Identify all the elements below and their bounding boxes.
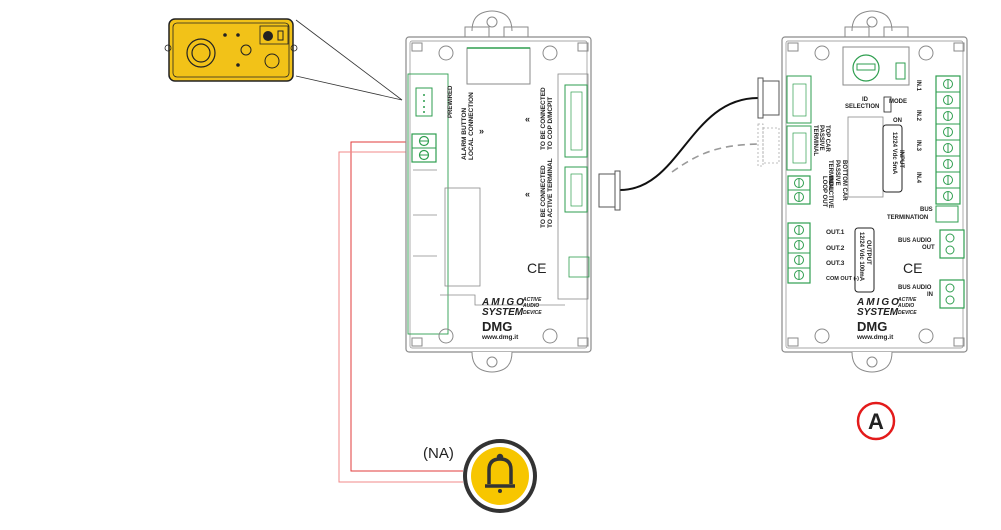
- chevrons-left-icon: «: [525, 114, 530, 124]
- bus-audio-in-label-2: IN: [927, 292, 933, 298]
- on-label: ON: [893, 118, 902, 124]
- out2-label: OUT.2: [826, 245, 845, 252]
- mode-label: MODE: [889, 99, 907, 105]
- cable-plug-right: [762, 80, 780, 116]
- connector-active-label-1: TO BE CONNECTED: [540, 165, 547, 228]
- bottom-car-label-2: PASSIVE: [834, 160, 840, 186]
- alarm-panel-inset: [164, 18, 298, 82]
- bell-icon: [485, 453, 515, 493]
- brand-system: SYSTEM: [857, 307, 899, 318]
- output-spec-box: [854, 227, 875, 293]
- in2-label: IN.2: [915, 110, 921, 122]
- bus-audio-in-label-1: BUS AUDIO: [898, 285, 932, 291]
- bottom-car-label-3: TERMINAL: [827, 160, 833, 191]
- in4-label: IN.4: [915, 172, 921, 184]
- left-device: PREWIRED ALARM BUTTON LOCAL CONNECTION »…: [405, 10, 592, 373]
- id-selector-dial[interactable]: [852, 54, 880, 82]
- out3-label: OUT.3: [826, 260, 845, 267]
- connector-cop-label-1: TO BE CONNECTED: [540, 87, 547, 150]
- bus-audio-out-terminal: [939, 229, 965, 259]
- alarm-panel-body: [168, 18, 294, 82]
- top-car-label-2: PASSIVE: [818, 125, 824, 151]
- brand-tag-audio: AUDIO: [897, 303, 914, 309]
- bus-audio-out-label-1: BUS AUDIO: [898, 238, 932, 244]
- inductive-loop-terminal: [787, 175, 811, 205]
- input-spec: 12/24 Vdc 5mA: [891, 132, 897, 175]
- brand-url: www.dmg.it: [856, 334, 894, 341]
- in3-label: IN.3: [915, 140, 921, 152]
- alarm-button-label: ALARM BUTTON: [461, 107, 468, 160]
- brand-tag-audio: AUDIO: [522, 303, 539, 309]
- bus-audio-in-terminal: [939, 279, 965, 309]
- cable-plug-alt: [762, 127, 780, 164]
- output-terminal: [787, 222, 811, 284]
- id-label: ID: [862, 97, 869, 103]
- connector-cop-label-2: TO COP D/MCPIT: [547, 97, 554, 150]
- chevrons-left-icon: «: [525, 189, 530, 199]
- bus-audio-out-label-2: OUT: [922, 245, 935, 251]
- brand-amigo: AMIGO: [856, 297, 901, 308]
- brand-amigo: AMIGO: [481, 297, 526, 308]
- input-label: INPUT: [898, 150, 904, 168]
- right-device: TOP CAR PASSIVE TERMINAL BOTTOM CAR PASS…: [781, 10, 968, 373]
- selection-label: SELECTION: [845, 104, 879, 110]
- brand-tag-active: ACTIVE: [522, 297, 542, 303]
- ce-mark: CE: [903, 260, 922, 276]
- bus-cable: [598, 77, 780, 211]
- ce-mark: CE: [527, 260, 546, 276]
- alarm-button-terminal: [411, 133, 437, 163]
- in1-label: IN.1: [915, 80, 921, 92]
- output-label: OUTPUT: [865, 240, 871, 265]
- dip-switch[interactable]: [895, 62, 906, 80]
- bottom-car-label-1: BOTTOM CAR: [841, 160, 847, 201]
- mode-switch[interactable]: [883, 96, 892, 113]
- marker-a: A: [856, 401, 896, 441]
- brand-tag-device: DEVICE: [523, 310, 542, 316]
- brand-tag-active: ACTIVE: [897, 297, 917, 303]
- dmg-logo: DMG: [857, 319, 887, 334]
- out1-label: OUT.1: [826, 229, 845, 236]
- com-out-label: COM OUT (-): [826, 276, 859, 282]
- callout-line: [295, 19, 403, 101]
- cable-plug-left: [598, 173, 616, 208]
- chevrons-right-icon: »: [479, 126, 484, 136]
- inductive-label-2: LOOP OUT: [821, 176, 827, 208]
- top-car-label-3: TERMINAL: [812, 125, 818, 156]
- top-car-label-1: TOP CAR: [824, 125, 830, 152]
- brand-url: www.dmg.it: [481, 334, 519, 341]
- prewired-label: PREWIRED: [448, 85, 454, 118]
- bus-termination-jumper[interactable]: [935, 205, 959, 223]
- connector-active-label-2: TO ACTIVE TERMINAL: [547, 158, 554, 228]
- local-connection-label: LOCAL CONNECTION: [468, 92, 475, 160]
- marker-a-label: A: [868, 409, 884, 434]
- dmg-logo: DMG: [482, 319, 512, 334]
- brand-system: SYSTEM: [482, 307, 524, 318]
- termination-label: TERMINATION: [887, 215, 928, 221]
- alarm-push-button: (NA): [423, 439, 537, 513]
- bus-label: BUS: [920, 207, 933, 213]
- inductive-label-1: INDUCTIVE: [827, 176, 833, 208]
- camera-icon: [263, 31, 273, 41]
- input-spec-box: [882, 124, 903, 193]
- speaker-icon: [186, 38, 216, 68]
- alarm-wires: [338, 141, 463, 483]
- na-label: (NA): [423, 445, 454, 462]
- input-terminal: [935, 75, 961, 205]
- brand-tag-device: DEVICE: [898, 310, 917, 316]
- output-spec: 12/24 Vdc 100mA: [858, 232, 864, 282]
